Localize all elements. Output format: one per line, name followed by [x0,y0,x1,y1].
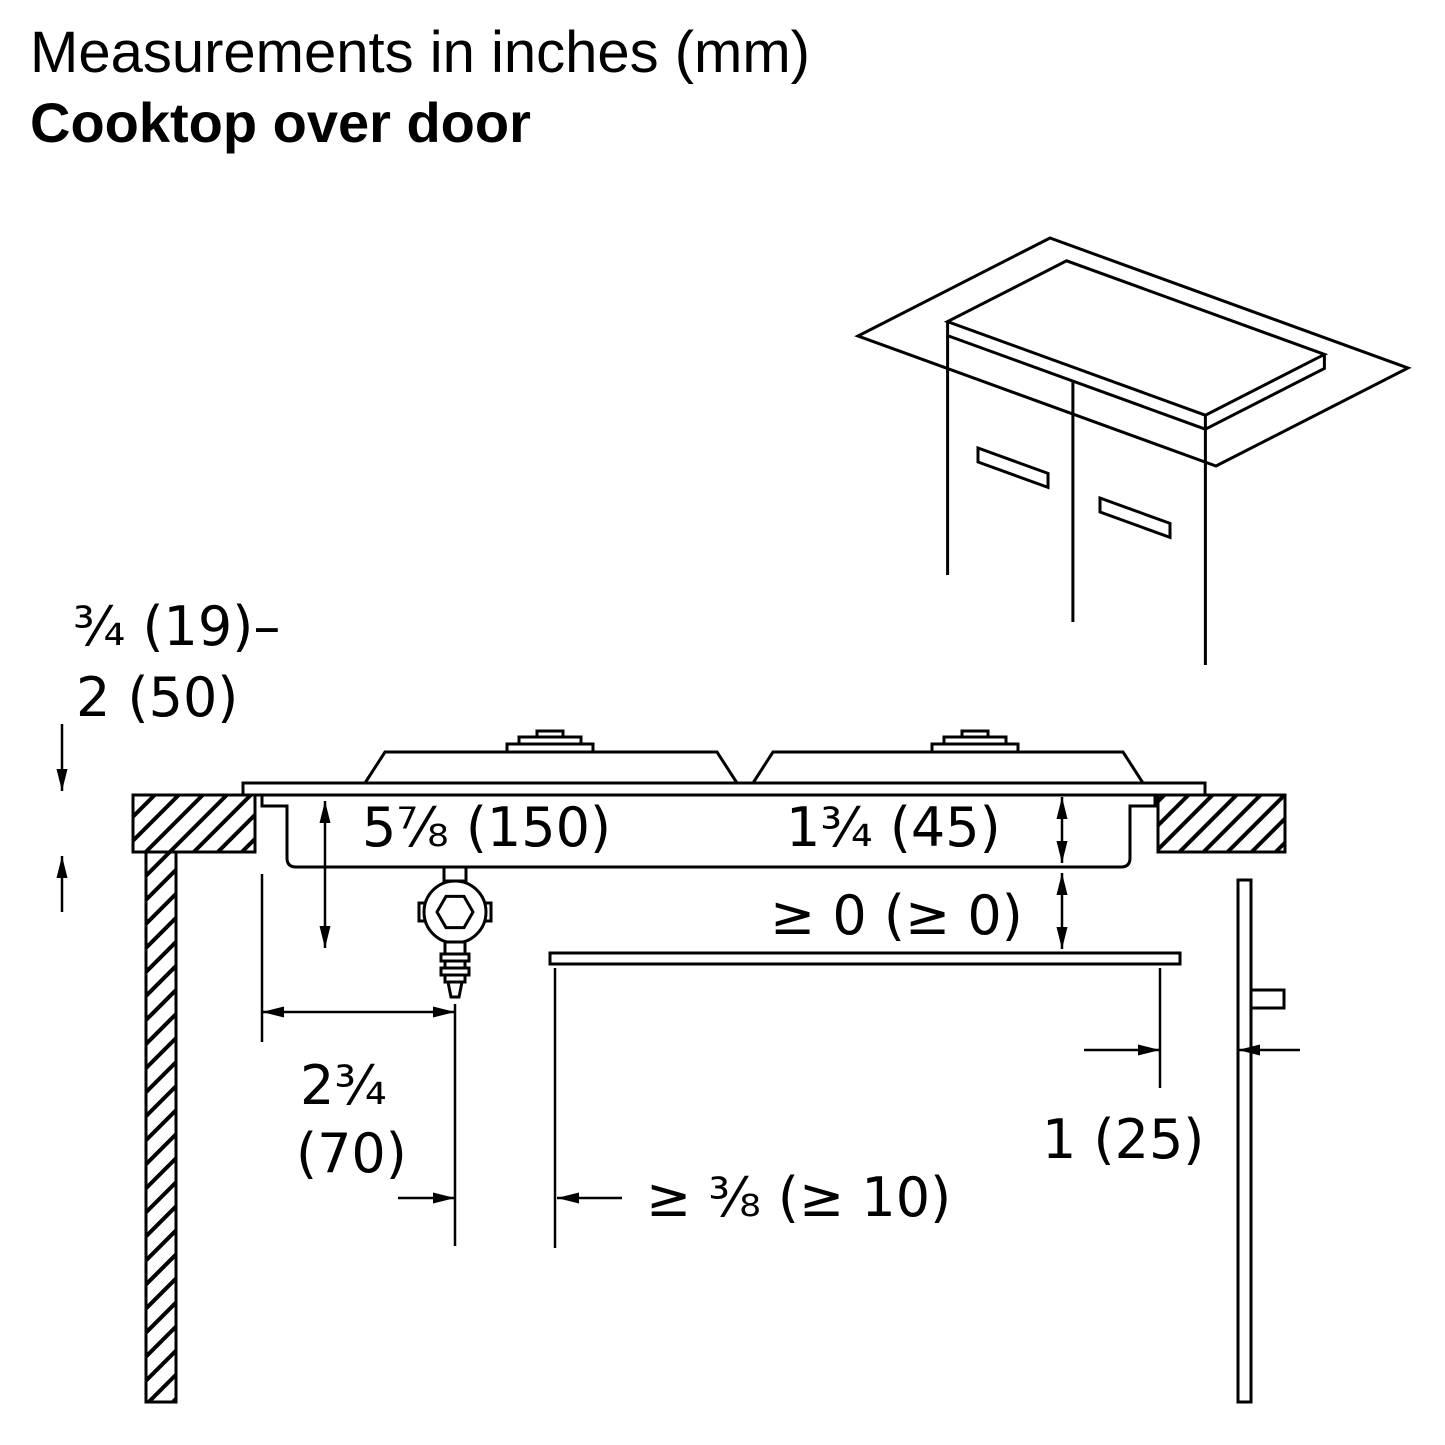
dim-rear-gap: 1 (25) [1042,1108,1204,1171]
cooktop-top-panel [241,781,1207,797]
gas-valve [417,865,493,999]
countertop-section-right [1156,793,1287,854]
cutout-thickness-front-left [946,321,1207,432]
burner-knob [960,729,990,739]
dim-gap-above-door: ≥ 0 (≥ 0) [770,884,1023,947]
burner-right [930,729,1020,754]
gas-inlet-fitting [442,865,468,883]
burner-grate-right [750,750,1146,785]
countertop-outline [854,236,1412,468]
dim-counter-thickness-min: ³⁄₄ (19)– [73,595,280,658]
vent-slot-right [1098,495,1172,540]
gas-outlet-fitting [443,940,467,956]
hose-tip [446,980,464,999]
cross-section [131,729,1287,1404]
cooktop-tub [260,793,1157,869]
dim-cooktop-depth: 1³⁄₄ (45) [786,796,1001,859]
oven-door-top-edge [548,951,1182,966]
dimensions: ³⁄₄ (19)– 2 (50) 5⁷⁄₈ (150) 1³⁄₄ (45) ≥ … [56,595,1300,1248]
gas-hose-connector [439,952,471,999]
vent-slot-left [976,445,1050,490]
valve-hex-nut [435,894,475,930]
burner-left [505,729,595,754]
burner-knob [535,729,565,739]
page-subtitle: Cooktop over door [30,91,531,154]
cabinet-side-wall [144,850,178,1404]
page-title: Measurements in inches (mm) [30,20,810,85]
door-hinge [1249,988,1286,1010]
dim-gas-offset-inches: 2³⁄₄ [300,1054,387,1117]
dim-clearance-below-counter: 5⁷⁄₈ (150) [362,796,611,859]
dim-gas-offset-mm: (70) [296,1122,407,1185]
countertop-section-left [131,793,257,854]
cutout-opening [943,259,1329,417]
dim-counter-thickness-max: 2 (50) [76,666,238,729]
burner-grate-left [362,750,740,785]
cutout-thickness-front-right [1204,354,1326,431]
door-panel-right [1236,878,1253,1404]
dim-min-door-clearance: ≥ ³⁄₈ (≥ 10) [646,1166,951,1229]
isometric-countertop-view [854,236,1412,665]
